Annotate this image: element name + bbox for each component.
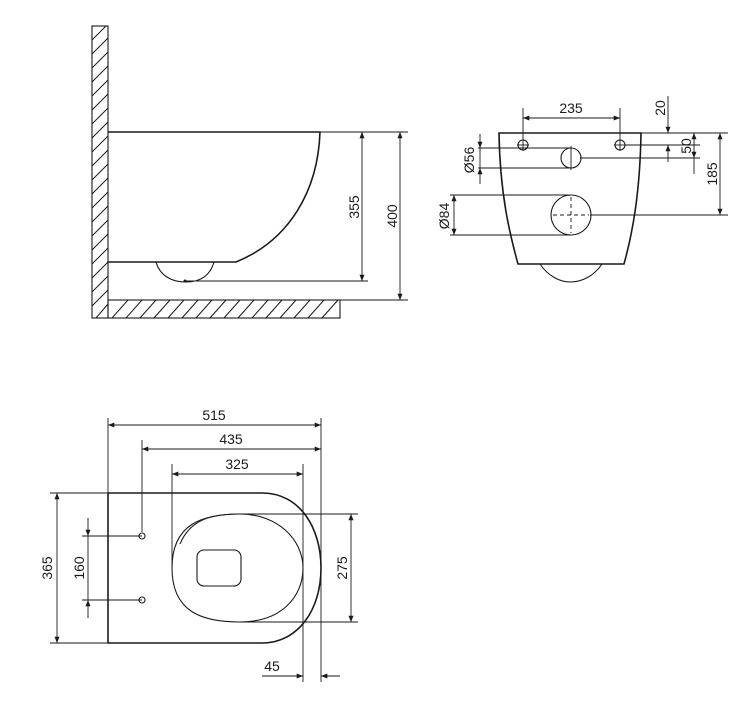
rear-outlet-bulge <box>539 263 603 283</box>
seat-opening <box>196 549 242 587</box>
wall-hatch <box>91 25 109 319</box>
dim-235: 235 <box>559 100 583 116</box>
dim-185: 185 <box>704 162 720 186</box>
bowl-profile <box>108 131 321 263</box>
dim-515: 515 <box>202 407 226 423</box>
dim-50: 50 <box>678 138 694 154</box>
dim-diam-56: Ø56 <box>461 147 477 174</box>
seat-outline <box>171 513 304 623</box>
dim-435: 435 <box>219 431 243 447</box>
dim-365: 365 <box>39 556 55 580</box>
dim-275: 275 <box>334 556 350 580</box>
dim-20: 20 <box>652 100 668 116</box>
top-view: 515 435 325 365 160 275 45 <box>39 407 358 682</box>
dim-diam-84: Ø84 <box>436 203 452 230</box>
dim-160: 160 <box>71 556 87 580</box>
floor-hatch <box>107 299 341 319</box>
rear-body-outline <box>498 132 642 265</box>
top-outer-outline <box>107 492 322 644</box>
dim-45: 45 <box>264 658 280 674</box>
bowl-outlet <box>155 261 215 283</box>
waste-outlet <box>550 194 592 236</box>
mounting-hole-right <box>614 139 626 151</box>
rear-view: 235 20 50 185 Ø56 Ø84 <box>436 96 728 283</box>
water-inlet <box>560 146 582 170</box>
dim-400: 400 <box>384 204 400 228</box>
dim-325: 325 <box>225 456 249 472</box>
mounting-hole-left <box>517 139 529 151</box>
side-view: 355 400 <box>91 25 408 319</box>
dim-355: 355 <box>346 195 362 219</box>
